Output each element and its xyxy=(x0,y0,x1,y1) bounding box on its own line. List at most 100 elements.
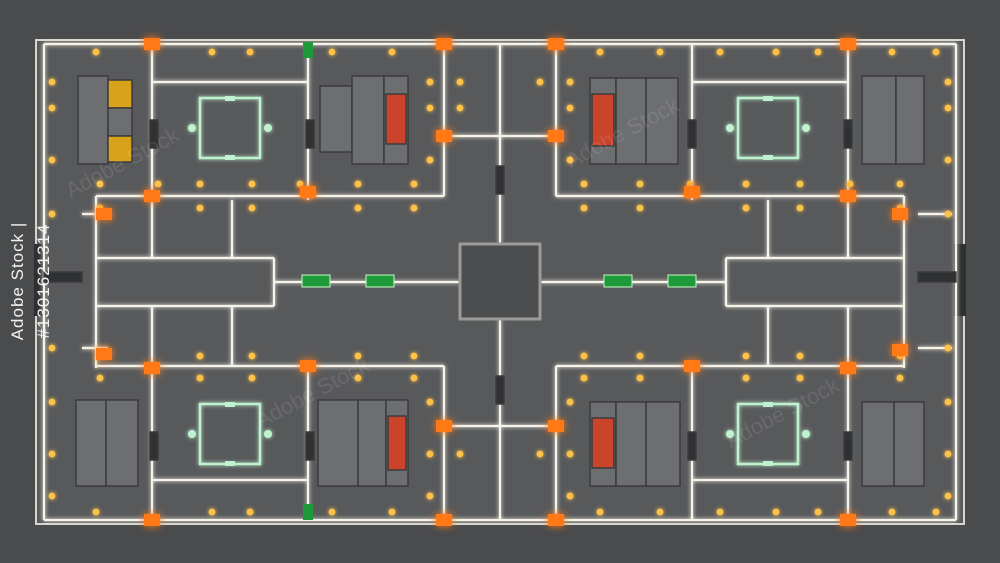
ceiling-light xyxy=(636,180,644,188)
junction-light xyxy=(436,514,452,526)
door xyxy=(495,165,505,195)
cabinet-drawer xyxy=(591,93,615,147)
cabinet-drawer xyxy=(387,415,407,471)
ceiling-light xyxy=(636,374,644,382)
ceiling-light xyxy=(354,180,362,188)
ceiling-light xyxy=(566,492,574,500)
junction-light xyxy=(96,208,112,220)
ceiling-light xyxy=(814,48,822,56)
ceiling-light xyxy=(888,48,896,56)
ceiling-light xyxy=(716,508,724,516)
junction-light xyxy=(684,360,700,372)
table-chair-light xyxy=(225,96,235,101)
entrance-ramp xyxy=(43,271,83,283)
door xyxy=(495,375,505,405)
table-chair-light xyxy=(225,461,235,466)
ceiling-light xyxy=(796,204,804,212)
ceiling-light xyxy=(426,398,434,406)
shelf xyxy=(645,77,679,165)
ceiling-light xyxy=(296,180,304,188)
table-chair-light xyxy=(264,124,272,132)
ceiling-light xyxy=(196,180,204,188)
ceiling-light xyxy=(636,204,644,212)
ceiling-light xyxy=(456,104,464,112)
ceiling-light xyxy=(944,450,952,458)
ceiling-light xyxy=(48,156,56,164)
cabinet xyxy=(861,75,897,165)
ceiling-light xyxy=(742,352,750,360)
cabinet-drawer xyxy=(107,107,133,137)
ceiling-light xyxy=(248,374,256,382)
ceiling-light xyxy=(580,374,588,382)
ceiling-light xyxy=(456,450,464,458)
ceiling-light xyxy=(48,492,56,500)
junction-lights xyxy=(96,38,908,526)
ceiling-light xyxy=(742,204,750,212)
desk xyxy=(317,399,359,487)
ceiling-light xyxy=(248,180,256,188)
cabinet xyxy=(77,75,109,165)
junction-light xyxy=(300,186,316,198)
ceiling-light xyxy=(944,104,952,112)
ceiling-light xyxy=(196,352,204,360)
cabinet-drawer xyxy=(591,417,615,469)
ceiling-light xyxy=(196,204,204,212)
door xyxy=(305,119,315,149)
ceiling-light xyxy=(846,180,854,188)
desk xyxy=(615,77,647,165)
ceiling-light xyxy=(742,374,750,382)
ceiling-light xyxy=(566,78,574,86)
ceiling-light xyxy=(944,492,952,500)
ceiling-light xyxy=(772,48,780,56)
shelf xyxy=(319,85,353,153)
ceiling-light xyxy=(596,48,604,56)
table-chair-light xyxy=(763,402,773,407)
ceiling-light xyxy=(566,104,574,112)
ceiling-light xyxy=(410,374,418,382)
ceiling-light xyxy=(796,374,804,382)
ceiling-light xyxy=(426,78,434,86)
ceiling-light xyxy=(426,492,434,500)
door xyxy=(687,119,697,149)
door xyxy=(687,431,697,461)
ceiling-light xyxy=(566,450,574,458)
ceiling-light xyxy=(796,180,804,188)
cabinet-drawer xyxy=(107,79,133,109)
ceiling-light xyxy=(686,180,694,188)
ceiling-light xyxy=(48,398,56,406)
ceiling-light xyxy=(896,180,904,188)
junction-light xyxy=(892,344,908,356)
junction-light xyxy=(548,38,564,50)
green-indicator xyxy=(301,274,331,288)
door xyxy=(843,431,853,461)
green-indicator xyxy=(303,504,313,520)
junction-light xyxy=(684,186,700,198)
ceiling-light xyxy=(48,344,56,352)
ceiling-light xyxy=(248,204,256,212)
central-atrium xyxy=(458,242,542,321)
ceiling-light xyxy=(636,352,644,360)
desk xyxy=(351,75,385,165)
junction-light xyxy=(144,190,160,202)
ceiling-light xyxy=(536,450,544,458)
junction-light xyxy=(436,420,452,432)
junction-light xyxy=(300,360,316,372)
ceiling-light xyxy=(246,508,254,516)
junction-light xyxy=(548,514,564,526)
junction-light xyxy=(840,362,856,374)
ceiling-light xyxy=(248,352,256,360)
ceiling-light xyxy=(388,508,396,516)
meeting-tables xyxy=(188,96,810,466)
ceiling-light xyxy=(580,204,588,212)
table-chair-light xyxy=(802,124,810,132)
ceiling-light xyxy=(944,398,952,406)
door xyxy=(149,119,159,149)
junction-light xyxy=(840,38,856,50)
ceiling-light xyxy=(944,78,952,86)
table-chair-light xyxy=(188,430,196,438)
shelf xyxy=(105,399,139,487)
ceiling-light xyxy=(814,508,822,516)
ceiling-light xyxy=(888,508,896,516)
